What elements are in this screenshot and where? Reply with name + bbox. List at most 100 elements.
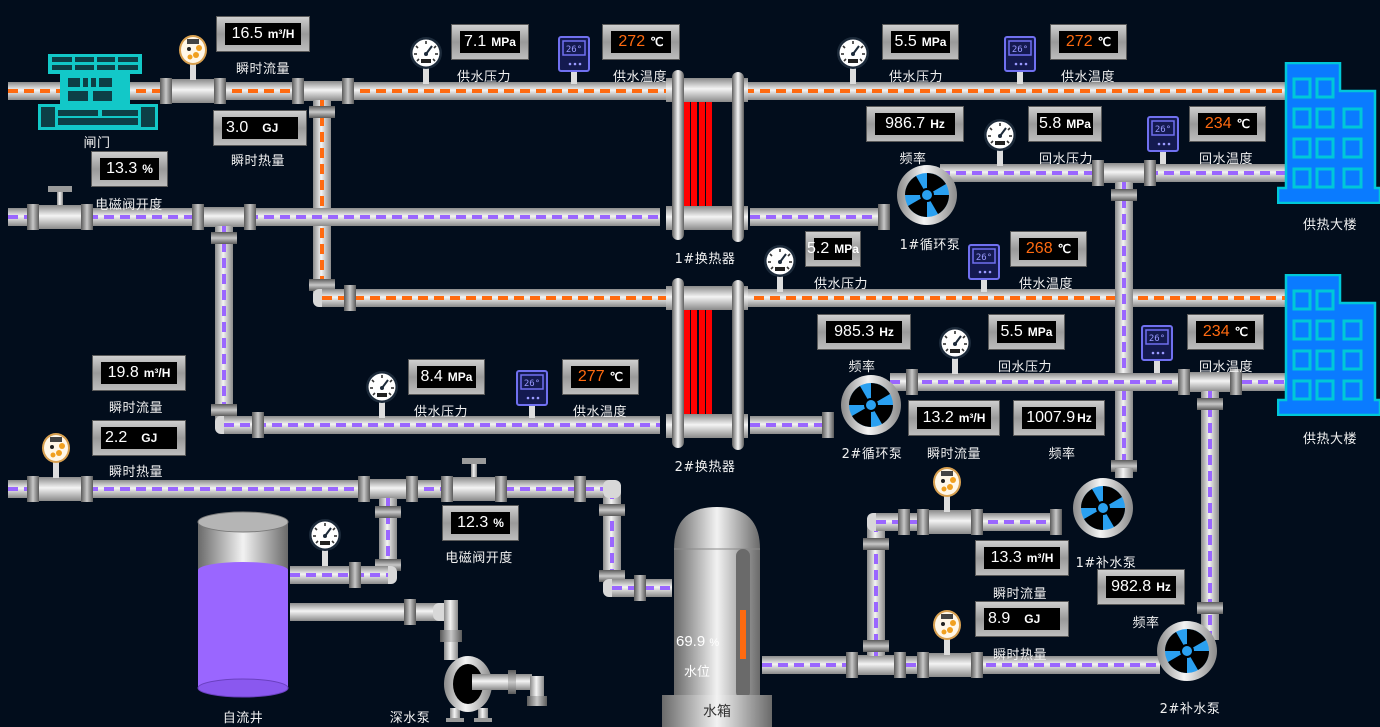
- unit: %: [493, 516, 504, 530]
- value: 2.2: [105, 429, 128, 446]
- hx2-supply-pressure-readout: 8.4 MPa: [408, 359, 485, 395]
- b1-supply-temp-readout: 272℃: [1050, 24, 1127, 60]
- pipe-flange: [1144, 160, 1156, 186]
- temperature-sensor-icon[interactable]: 26°: [968, 244, 1000, 292]
- pipe-flange: [917, 652, 929, 678]
- pipe-flange: [1178, 369, 1190, 395]
- valve-handle-icon[interactable]: [462, 458, 486, 464]
- b1-supply-temp-label: 供水温度: [1060, 70, 1116, 85]
- flow-meter-icon[interactable]: [178, 34, 208, 80]
- valve-handle-icon[interactable]: [48, 186, 72, 192]
- unit: m³/H: [1026, 551, 1054, 565]
- pipe-flange: [214, 78, 226, 104]
- building-icon[interactable]: [1277, 62, 1380, 204]
- unit: GJ: [262, 121, 279, 135]
- pressure-gauge-icon[interactable]: [836, 36, 870, 84]
- temperature-sensor-icon[interactable]: 26°: [1004, 36, 1036, 84]
- pipe-flange: [634, 575, 646, 601]
- inline-body: [926, 653, 974, 677]
- pipe-flange: [971, 652, 983, 678]
- unit: MPa: [447, 370, 473, 384]
- temperature-sensor-icon[interactable]: 26°: [558, 36, 590, 84]
- pressure-gauge-icon[interactable]: [365, 370, 399, 418]
- valve-stem: [471, 461, 477, 477]
- pressure-gauge-icon[interactable]: [983, 118, 1017, 166]
- valve-stem: [57, 189, 63, 205]
- deep-pump-icon[interactable]: [430, 600, 550, 727]
- pump-impeller-icon: [1157, 621, 1217, 681]
- b1-return-temp-readout: 234℃: [1189, 106, 1266, 142]
- pipe-flange: [211, 404, 237, 416]
- pipe-flange: [252, 412, 264, 438]
- unit: MPa: [1027, 325, 1053, 339]
- heat-exchanger-1-icon[interactable]: [664, 68, 750, 244]
- pipe-flange: [1197, 602, 1223, 614]
- temperature-sensor-icon[interactable]: 26°: [1147, 116, 1179, 164]
- b2-return-temp-readout: 234℃: [1187, 314, 1264, 350]
- building-icon[interactable]: [1277, 274, 1380, 416]
- temperature-sensor-icon[interactable]: 26°: [516, 370, 548, 418]
- makeup-flow-readout: 13.3 m³/H: [975, 540, 1069, 576]
- pump1-frequency-label: 频率: [899, 152, 927, 167]
- b1-supply-pressure-label: 供水压力: [888, 70, 944, 85]
- gate-valve-icon[interactable]: [38, 54, 158, 130]
- main-heat-label: 瞬时热量: [230, 154, 286, 169]
- pipe-segment: [1115, 468, 1133, 478]
- unit: m³/H: [958, 411, 986, 425]
- pressure-gauge-icon[interactable]: [938, 326, 972, 374]
- pipe-tee: [300, 81, 344, 101]
- makeup-pump-2[interactable]: [1156, 620, 1218, 682]
- svg-text:26°: 26°: [1155, 125, 1171, 135]
- water-tank[interactable]: 69.9 % 水位 水箱: [662, 505, 772, 727]
- circulation-pump-2[interactable]: [840, 374, 902, 436]
- pressure-gauge-icon[interactable]: [308, 518, 342, 566]
- pipe-flange: [406, 476, 418, 502]
- pipe-flange: [160, 78, 172, 104]
- temperature-sensor-icon[interactable]: 26°: [1141, 325, 1173, 373]
- pipe-elbow: [603, 480, 621, 498]
- valve1-opening-readout: 13.3%: [91, 151, 168, 187]
- pipe-flange: [192, 204, 204, 230]
- flow-meter-icon[interactable]: [932, 609, 962, 655]
- makeup-pump-1[interactable]: [1072, 477, 1134, 539]
- pipe-flange: [878, 204, 890, 230]
- unit: MPa: [921, 35, 947, 49]
- makeup-flow-label: 瞬时流量: [992, 587, 1048, 602]
- gate-valve-label: 闸门: [83, 136, 111, 151]
- pipe-flange: [917, 509, 929, 535]
- tank-level-bar: [740, 610, 746, 659]
- flow-meter-icon[interactable]: [41, 432, 71, 478]
- valve2-opening-readout: 12.3%: [442, 505, 519, 541]
- value: 13.2: [922, 409, 954, 426]
- well-icon[interactable]: [194, 510, 292, 700]
- pipe-flange: [27, 204, 39, 230]
- heat-exchanger-2-icon[interactable]: [664, 276, 750, 452]
- deep-pump-label: 深水泵: [389, 711, 431, 726]
- b1-return-pressure-label: 回水压力: [1038, 152, 1094, 167]
- pressure-gauge-icon[interactable]: [409, 36, 443, 84]
- value: 272: [618, 33, 646, 50]
- unit: MPa: [1066, 117, 1091, 131]
- flow-meter-icon[interactable]: [932, 466, 962, 512]
- pressure-gauge-icon[interactable]: [763, 244, 797, 292]
- unit: Hz: [930, 117, 945, 131]
- value: 12.3: [457, 514, 489, 531]
- tank-level-value: 69.9: [676, 633, 706, 650]
- value: 8.4: [420, 368, 443, 385]
- circulation-pump-1[interactable]: [896, 164, 958, 226]
- value: 272: [1065, 33, 1093, 50]
- unit: Hz: [1156, 580, 1171, 594]
- value: 13.3: [990, 549, 1022, 566]
- b2-supply-temp-readout: 268℃: [1010, 231, 1087, 267]
- unit: m³/H: [267, 27, 295, 41]
- b2-supply-pressure-label: 供水压力: [813, 277, 869, 292]
- pump2-flow-label: 瞬时流量: [926, 447, 982, 462]
